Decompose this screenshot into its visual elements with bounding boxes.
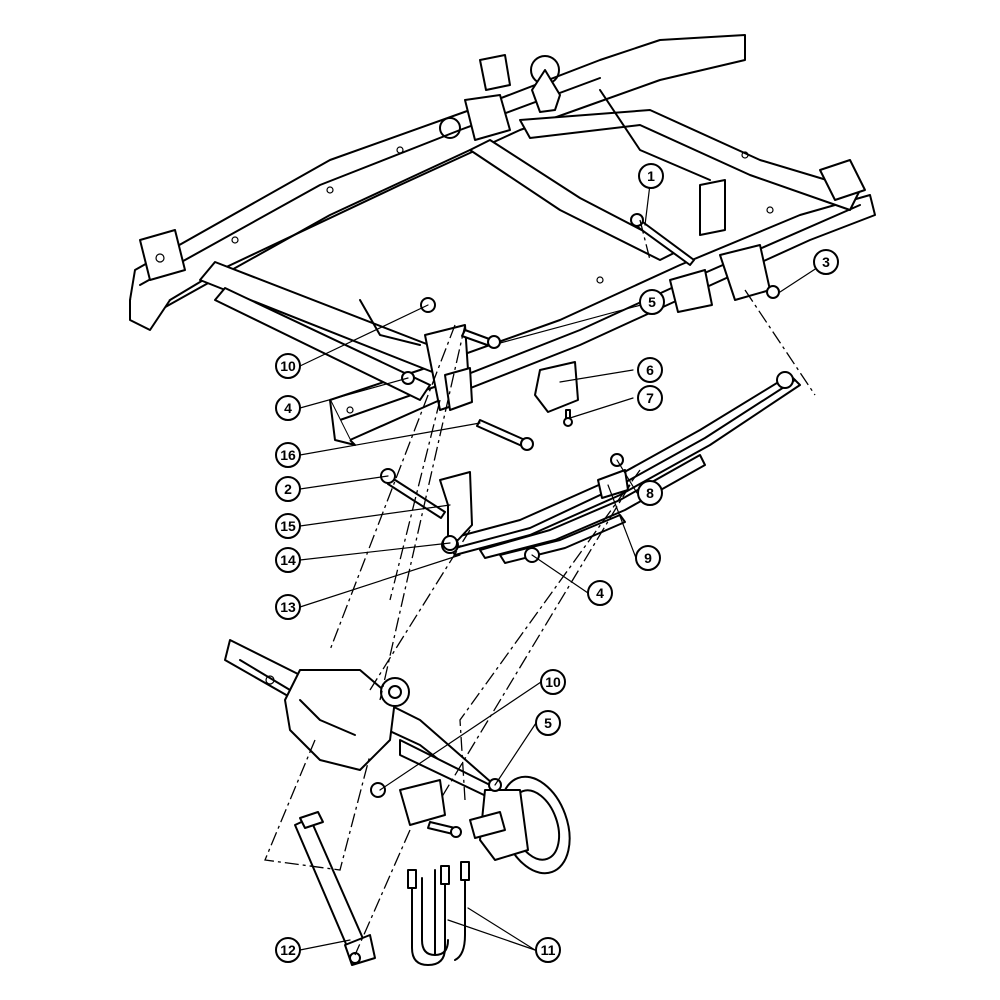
callout-4-lower: 4	[587, 580, 613, 606]
callout-8: 8	[637, 480, 663, 506]
shock-absorber	[294, 811, 376, 966]
callout-12: 12	[275, 937, 301, 963]
rear-axle	[224, 639, 571, 875]
callout-9: 9	[635, 545, 661, 571]
callout-label: 5	[648, 294, 656, 310]
vehicle-frame	[129, 34, 876, 446]
callout-7: 7	[637, 385, 663, 411]
callout-label: 9	[644, 550, 652, 566]
callout-label: 10	[545, 674, 561, 690]
u-bolts	[407, 861, 470, 966]
callout-label: 15	[280, 518, 296, 534]
callout-1: 1	[638, 163, 664, 189]
callout-14: 14	[275, 547, 301, 573]
callout-label: 11	[541, 942, 556, 958]
callout-label: 13	[280, 599, 296, 615]
callout-label: 4	[284, 400, 292, 416]
callout-label: 6	[646, 362, 654, 378]
callout-13: 13	[275, 594, 301, 620]
callout-label: 7	[646, 390, 654, 406]
callout-10-lower: 10	[540, 669, 566, 695]
callout-label: 10	[280, 358, 296, 374]
callout-4-upper: 4	[275, 395, 301, 421]
callout-label: 3	[822, 254, 830, 270]
callout-label: 14	[280, 552, 296, 568]
callout-label: 1	[647, 168, 655, 184]
callout-label: 8	[646, 485, 654, 501]
callout-11: 11	[535, 937, 561, 963]
callout-6: 6	[637, 357, 663, 383]
callout-label: 4	[596, 585, 604, 601]
callout-5-lower: 5	[535, 710, 561, 736]
callout-5-upper: 5	[639, 289, 665, 315]
callout-label: 12	[280, 942, 296, 958]
callout-15: 15	[275, 513, 301, 539]
callout-label: 16	[280, 447, 296, 463]
callout-3: 3	[813, 249, 839, 275]
callout-label: 2	[284, 481, 292, 497]
callout-label: 5	[544, 715, 552, 731]
callout-16: 16	[275, 442, 301, 468]
leader-lines	[299, 175, 827, 951]
callout-10-upper: 10	[275, 353, 301, 379]
callout-2: 2	[275, 476, 301, 502]
